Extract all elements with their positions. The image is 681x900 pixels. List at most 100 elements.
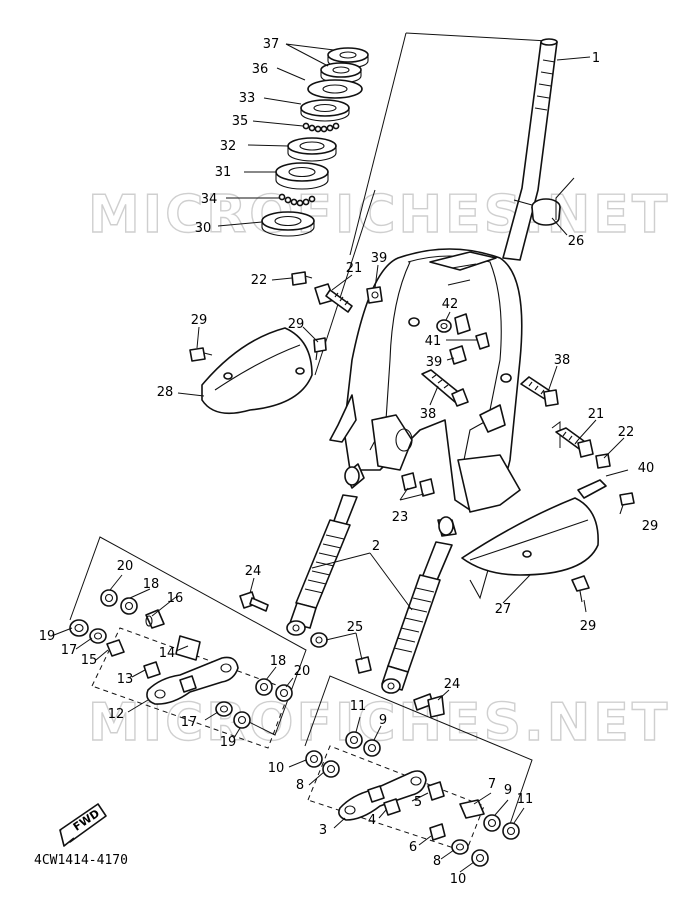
bolt-24-upper (239, 591, 269, 612)
bushing-15 (106, 639, 125, 657)
clip-40 (577, 469, 629, 499)
callout-30: 30 (195, 221, 212, 236)
callout-4: 4 (368, 813, 376, 828)
callout-22-right: 22 (618, 425, 635, 440)
callout-25: 25 (347, 620, 364, 635)
callout-22-upper: 22 (251, 273, 268, 288)
bushing-13 (143, 661, 161, 679)
callout-7: 7 (488, 777, 496, 792)
callout-29-left: 29 (191, 313, 208, 328)
callout-40: 40 (638, 461, 655, 476)
frame-left-assembly (69, 536, 307, 736)
washers-right-lower (429, 814, 520, 867)
washer-36 (307, 79, 363, 99)
callout-29-middle: 29 (288, 317, 305, 332)
bolt-29-left-a (189, 347, 213, 362)
callout-17-left: 17 (61, 643, 78, 658)
fork-guard-28 (201, 327, 313, 415)
callout-15: 15 (81, 653, 98, 668)
bolt-22-right (595, 453, 611, 469)
nuts-23 (401, 472, 435, 497)
bolt-29-right-lower (571, 575, 590, 603)
callout-5: 5 (414, 795, 422, 810)
callout-18-right: 18 (270, 654, 287, 669)
callout-17-lower: 17 (181, 715, 198, 730)
callout-2: 2 (372, 539, 380, 554)
bearing-race-32 (287, 137, 337, 162)
callout-31: 31 (215, 165, 232, 180)
callout-23: 23 (392, 510, 409, 525)
callout-38-right: 38 (554, 353, 571, 368)
callout-36: 36 (252, 62, 269, 77)
bolt-21-upper (314, 283, 353, 313)
callout-28: 28 (157, 385, 174, 400)
bolt-22-upper (291, 271, 313, 286)
callout-1: 1 (592, 51, 600, 66)
callout-13: 13 (117, 672, 134, 687)
callout-21-right: 21 (588, 407, 605, 422)
steering-stem (502, 38, 558, 261)
bearing-race-31 (275, 162, 329, 190)
bolt-38-left (421, 369, 469, 407)
callout-9-upper: 9 (379, 713, 387, 728)
callout-8-right: 8 (296, 778, 304, 793)
callout-38-center: 38 (420, 407, 437, 422)
callout-12: 12 (108, 707, 125, 722)
link-arm-4 (338, 770, 427, 821)
callout-29-right-lower: 29 (580, 619, 597, 634)
callout-32: 32 (220, 139, 237, 154)
ball-race-35 (302, 122, 340, 133)
washers-left-lower (215, 678, 293, 729)
callout-8-lower: 8 (433, 854, 441, 869)
bushing-16 (145, 609, 165, 629)
bushing-5 (427, 781, 445, 801)
watermark-top: MICROFICHES.NET (88, 185, 670, 245)
callout-24-lower: 24 (444, 677, 461, 692)
bearing-cover-33 (300, 99, 350, 122)
callout-labels: 1 2 3 4 5 6 7 8 8 9 9 10 10 11 11 12 13 … (39, 37, 659, 887)
bolt-24-lower (413, 693, 445, 718)
callout-39-upper: 39 (371, 251, 388, 266)
ring-nut-upper (327, 47, 369, 69)
bearing-stack (261, 47, 369, 237)
callout-10-left: 10 (268, 761, 285, 776)
leader-lines (53, 43, 625, 873)
cap-26 (531, 198, 561, 226)
callout-21-upper: 21 (346, 261, 363, 276)
callout-42: 42 (442, 297, 459, 312)
callout-16: 16 (167, 591, 184, 606)
callout-39-center: 39 (426, 355, 443, 370)
hardware-42-41-39 (436, 313, 490, 365)
shock-absorber-left (286, 463, 365, 636)
callout-41: 41 (425, 334, 442, 349)
callout-35: 35 (232, 114, 249, 129)
bolt-29-right-upper (619, 492, 635, 515)
bushing-7 (459, 799, 485, 819)
bolt-38-right (520, 376, 559, 407)
callout-9-lower: 9 (504, 783, 512, 798)
washer-25 (310, 632, 328, 648)
link-arm-14 (146, 635, 239, 705)
drawing-code: 4CW1414-4170 (34, 853, 128, 868)
dash-box-3 (307, 745, 485, 853)
callout-6: 6 (409, 840, 417, 855)
callout-11-lower: 11 (517, 792, 534, 807)
callout-19-lower: 19 (220, 735, 237, 750)
frame-right-assembly (304, 675, 533, 831)
forward-direction-badge: FWD (59, 803, 107, 847)
nut-39-upper (366, 286, 383, 304)
callout-20-right: 20 (294, 664, 311, 679)
callout-34: 34 (201, 192, 218, 207)
callout-33: 33 (239, 91, 256, 106)
callout-10-lower: 10 (450, 872, 467, 887)
fork-guard-27 (461, 497, 599, 600)
nut-25 (355, 656, 372, 674)
washers-right-upper (305, 731, 381, 778)
callout-19-left: 19 (39, 629, 56, 644)
shock-absorber-right (381, 516, 457, 694)
callout-26: 26 (568, 234, 585, 249)
callout-3: 3 (319, 823, 327, 838)
callout-37: 37 (263, 37, 280, 52)
dust-seal-30 (261, 211, 315, 237)
